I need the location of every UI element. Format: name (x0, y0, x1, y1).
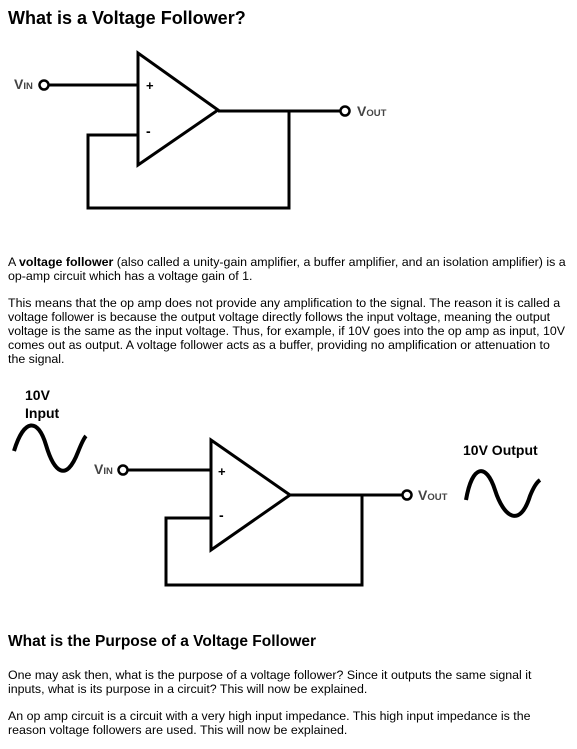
feedback-wire (164, 495, 364, 587)
plus-sign: + (146, 78, 154, 93)
vout-terminal (339, 105, 351, 117)
paragraph-explanation: This means that the op amp does not prov… (8, 296, 565, 366)
paragraph-impedance: An op amp circuit is a circuit with a ve… (8, 709, 531, 737)
vout-terminal (401, 489, 413, 501)
minus-sign: - (146, 123, 151, 139)
vin-label: VIN (14, 76, 33, 92)
input-sine-wave (12, 423, 88, 473)
voltage-follower-signal-diagram: 10V Input 10V Output + - VIN VOUT (12, 387, 542, 587)
feedback-wire (86, 111, 291, 210)
vin-terminal (38, 79, 50, 91)
page-title: What is a Voltage Follower? (8, 8, 246, 28)
op-amp-triangle (209, 437, 293, 553)
paragraph-purpose-question: One may ask then, what is the purpose of… (8, 668, 532, 696)
voltage-follower-diagram: + - VIN VOUT (14, 50, 387, 210)
vin-terminal (117, 464, 129, 476)
input-label-line1: 10V (25, 387, 51, 403)
op-amp-triangle (136, 50, 221, 168)
bold-term: voltage follower (19, 255, 114, 269)
paragraph-definition: A voltage follower (also called a unity-… (8, 255, 566, 283)
section-heading: What is the Purpose of a Voltage Followe… (8, 633, 317, 650)
vout-label: VOUT (357, 103, 387, 119)
plus-sign: + (218, 464, 226, 479)
vin-label: VIN (94, 461, 113, 477)
minus-sign: - (219, 507, 224, 523)
output-label: 10V Output (463, 442, 538, 458)
output-sine-wave (464, 469, 542, 518)
vout-label: VOUT (418, 487, 448, 503)
input-label-line2: Input (25, 405, 60, 421)
